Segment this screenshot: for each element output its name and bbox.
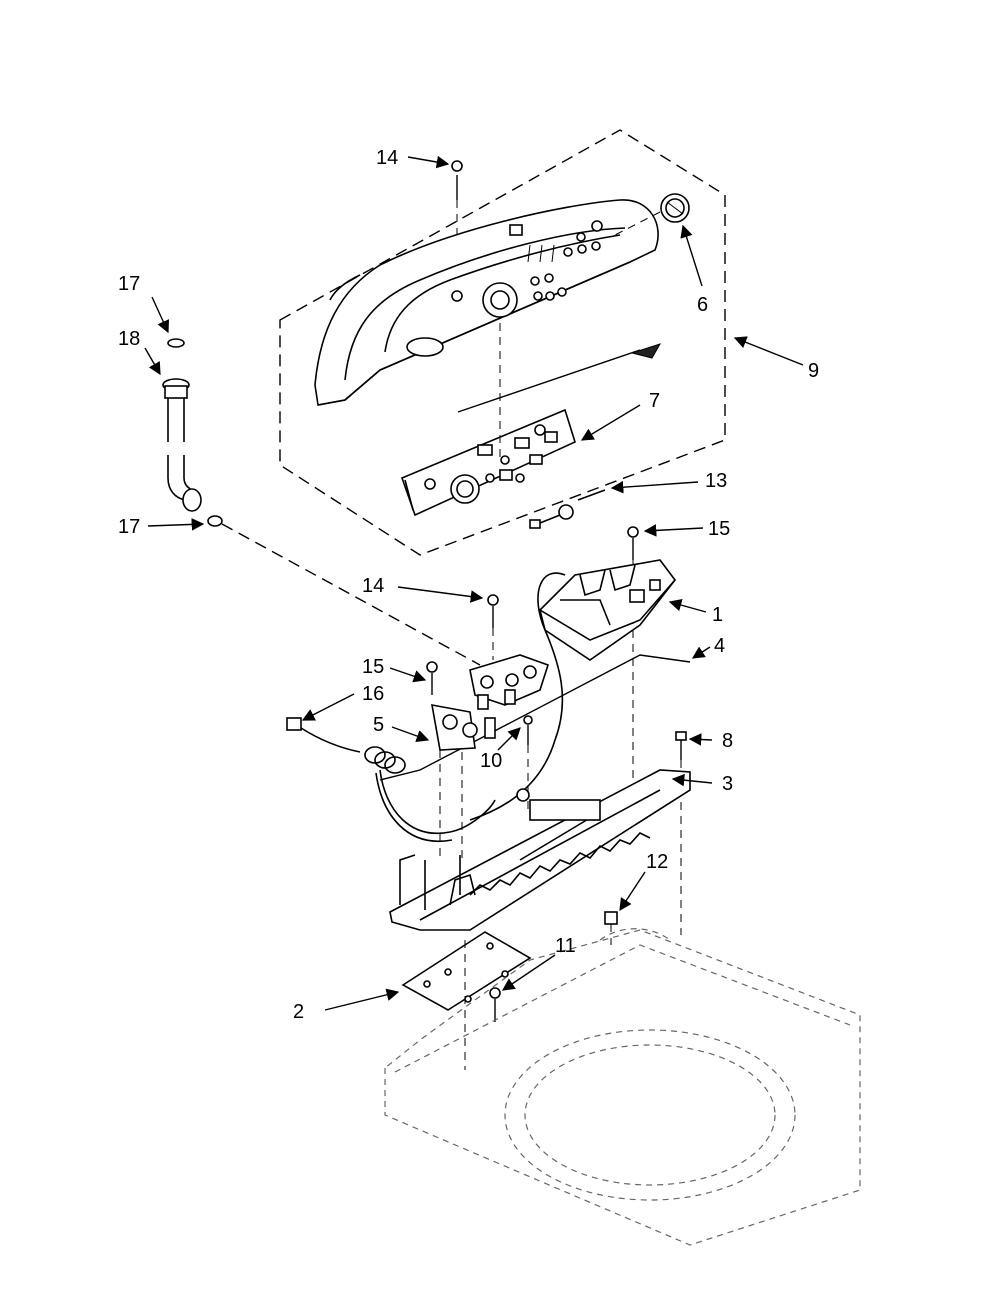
mounting-plate-2 [401, 931, 532, 1070]
callout-15-left: 15 [362, 656, 384, 678]
inlet-hose-18 [162, 338, 481, 666]
callout-3: 3 [722, 773, 733, 795]
control-module-1 [469, 559, 677, 821]
washer-top-phantom [384, 928, 861, 1246]
ribbon-cable [457, 349, 641, 413]
control-board-7 [400, 323, 576, 517]
callout-12: 12 [646, 851, 668, 873]
clip-12 [604, 911, 618, 945]
screw-11 [489, 987, 501, 1022]
callout-labels: 14 6 9 7 13 17 18 17 15 14 1 4 15 16 5 1… [118, 147, 819, 1023]
assembly-boundary-9 [279, 129, 726, 556]
screw-10 [523, 715, 533, 810]
callout-8: 8 [722, 730, 733, 752]
callout-14-top: 14 [376, 147, 398, 169]
callout-15-right: 15 [708, 518, 730, 540]
screw-14-top [451, 160, 463, 235]
screw-15-right [627, 526, 639, 800]
callout-9: 9 [808, 360, 819, 382]
harness-13 [529, 489, 606, 529]
callout-13: 13 [705, 470, 727, 492]
callout-10: 10 [480, 750, 502, 772]
callout-2: 2 [293, 1001, 304, 1023]
callout-7: 7 [649, 390, 660, 412]
water-valve [469, 654, 549, 710]
knob-6 [614, 193, 690, 236]
callout-1: 1 [712, 604, 723, 626]
wire-4 [379, 654, 691, 781]
callout-6: 6 [697, 294, 708, 316]
screw-8 [675, 731, 687, 935]
callout-14-mid: 14 [362, 575, 384, 597]
leader-lines [144, 155, 804, 1011]
callout-5: 5 [373, 714, 384, 736]
callout-17-top: 17 [118, 273, 140, 295]
valve-5 [426, 661, 496, 860]
callout-16: 16 [362, 683, 384, 705]
callout-18: 18 [118, 328, 140, 350]
base-tray-3 [389, 769, 691, 931]
harness-16 [286, 717, 496, 842]
callout-4: 4 [714, 635, 725, 657]
callout-17-bottom: 17 [118, 516, 140, 538]
console-panel [314, 199, 659, 406]
callout-11: 11 [555, 935, 576, 957]
screw-14-mid [487, 594, 499, 660]
